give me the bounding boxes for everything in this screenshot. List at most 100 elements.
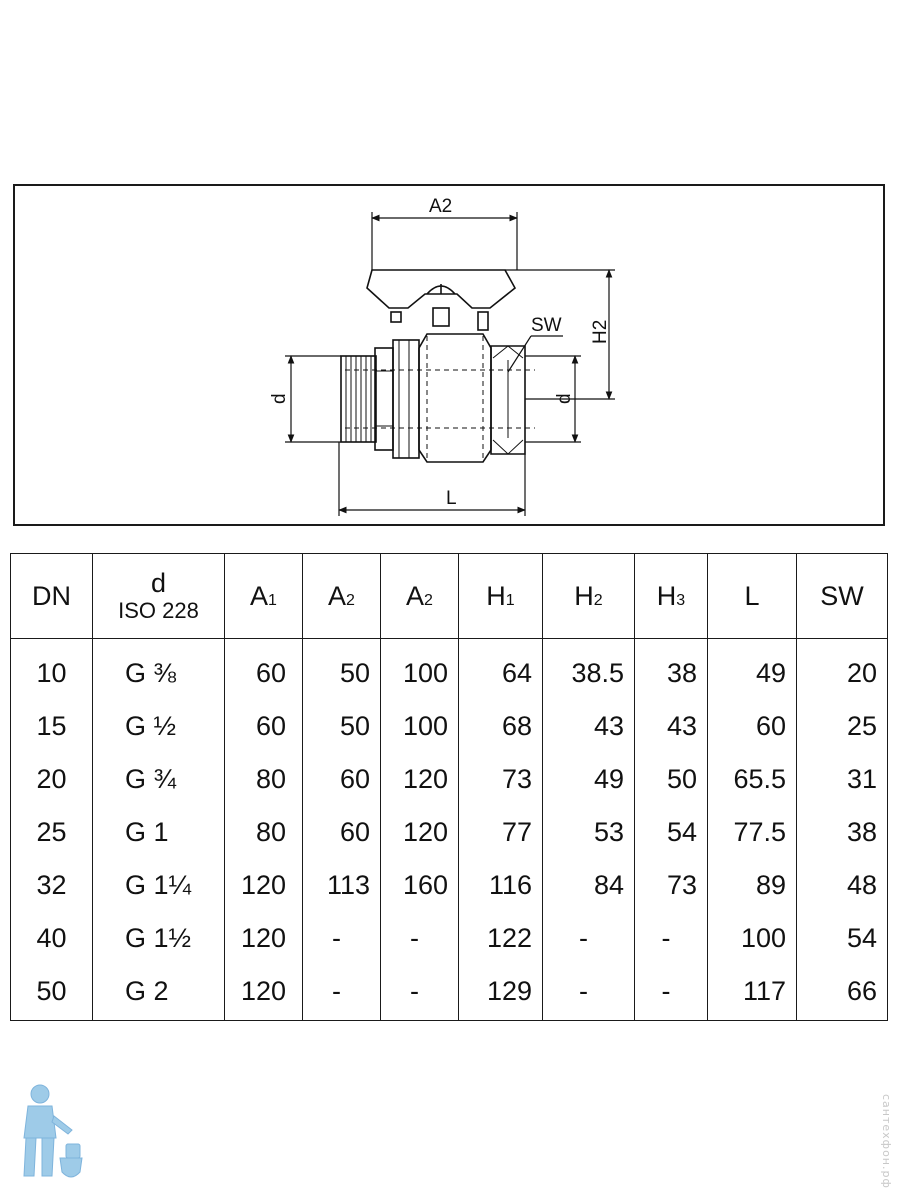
cell-a2: 60 [302, 806, 381, 859]
dim-label-a2: A2 [429, 196, 452, 217]
cell-d: G 1½ [92, 912, 225, 965]
header-l: L [707, 553, 797, 639]
cell-a2: - [302, 912, 381, 965]
cell-dn: 40 [10, 912, 93, 965]
cell-sw: 38 [796, 806, 888, 859]
cell-a2: - [302, 965, 381, 1021]
butterfly-handle [366, 269, 517, 309]
cell-h2: - [542, 912, 635, 965]
cell-a1: 120 [224, 965, 303, 1021]
cell-h3: 38 [634, 638, 708, 700]
cell-dn: 25 [10, 806, 93, 859]
cell-a2: 113 [302, 859, 381, 912]
cell-a2-second: 160 [380, 859, 459, 912]
cell-h2: - [542, 965, 635, 1021]
dim-label-d-left: d [269, 393, 290, 404]
cell-h2: 38.5 [542, 638, 635, 700]
technical-drawing-frame: A2 SW L H2 d d [13, 184, 885, 526]
union-nut [374, 347, 394, 451]
cell-d: G 1¼ [92, 859, 225, 912]
dim-label-h2: H2 [590, 320, 611, 344]
cell-h1: 129 [458, 965, 543, 1021]
cell-sw: 54 [796, 912, 888, 965]
cell-dn: 20 [10, 753, 93, 806]
cell-a1: 80 [224, 806, 303, 859]
cell-sw: 66 [796, 965, 888, 1021]
cell-h2: 53 [542, 806, 635, 859]
cell-l: 117 [707, 965, 797, 1021]
body-flange [392, 339, 420, 459]
cell-dn: 10 [10, 638, 93, 700]
side-watermark-text: сантехфон.рф [880, 1094, 893, 1189]
cell-a2-second: 120 [380, 753, 459, 806]
cell-l: 65.5 [707, 753, 797, 806]
cell-h3: - [634, 965, 708, 1021]
cell-a2: 50 [302, 638, 381, 700]
cell-h1: 68 [458, 700, 543, 753]
cell-l: 60 [707, 700, 797, 753]
cell-a2-second: 100 [380, 700, 459, 753]
valve-stem [432, 307, 450, 327]
header-sw: SW [796, 553, 888, 639]
cell-d: G 1 [92, 806, 225, 859]
dim-label-sw: SW [531, 315, 562, 336]
cell-a1: 60 [224, 638, 303, 700]
ball-valve-drawing: A2 SW L H2 d d [269, 196, 615, 516]
cell-a2-second: 100 [380, 638, 459, 700]
valve-body [418, 333, 492, 463]
cell-sw: 25 [796, 700, 888, 753]
cell-h2: 49 [542, 753, 635, 806]
cell-a2-second: 120 [380, 806, 459, 859]
cell-a1: 120 [224, 912, 303, 965]
header-a2-second: A2 [380, 553, 459, 639]
cell-h3: - [634, 912, 708, 965]
header-a2: A2 [302, 553, 381, 639]
cell-a1: 60 [224, 700, 303, 753]
cell-l: 77.5 [707, 806, 797, 859]
cell-a1: 80 [224, 753, 303, 806]
cell-sw: 31 [796, 753, 888, 806]
cell-a1: 120 [224, 859, 303, 912]
dim-label-d-right: d [554, 393, 575, 404]
cell-h1: 122 [458, 912, 543, 965]
header-h2: H2 [542, 553, 635, 639]
cell-h3: 73 [634, 859, 708, 912]
cell-dn: 32 [10, 859, 93, 912]
cell-h3: 43 [634, 700, 708, 753]
cell-a2: 50 [302, 700, 381, 753]
cell-sw: 20 [796, 638, 888, 700]
cell-a2-second: - [380, 965, 459, 1021]
cell-h1: 73 [458, 753, 543, 806]
cell-dn: 50 [10, 965, 93, 1021]
header-a1: A1 [224, 553, 303, 639]
cell-h3: 54 [634, 806, 708, 859]
header-dn: DN [10, 553, 93, 639]
dim-label-l: L [446, 488, 457, 509]
cell-dn: 15 [10, 700, 93, 753]
cell-h1: 77 [458, 806, 543, 859]
cell-h2: 43 [542, 700, 635, 753]
plumber-mascot-icon [23, 1084, 83, 1178]
cell-l: 100 [707, 912, 797, 965]
cell-d: G ½ [92, 700, 225, 753]
cell-a2: 60 [302, 753, 381, 806]
cell-h1: 64 [458, 638, 543, 700]
cell-l: 49 [707, 638, 797, 700]
male-thread [340, 355, 377, 443]
cell-sw: 48 [796, 859, 888, 912]
cell-d: G ¾ [92, 753, 225, 806]
cell-a2-second: - [380, 912, 459, 965]
cell-h1: 116 [458, 859, 543, 912]
cell-h2: 84 [542, 859, 635, 912]
cell-h3: 50 [634, 753, 708, 806]
cell-d: G ⅜ [92, 638, 225, 700]
